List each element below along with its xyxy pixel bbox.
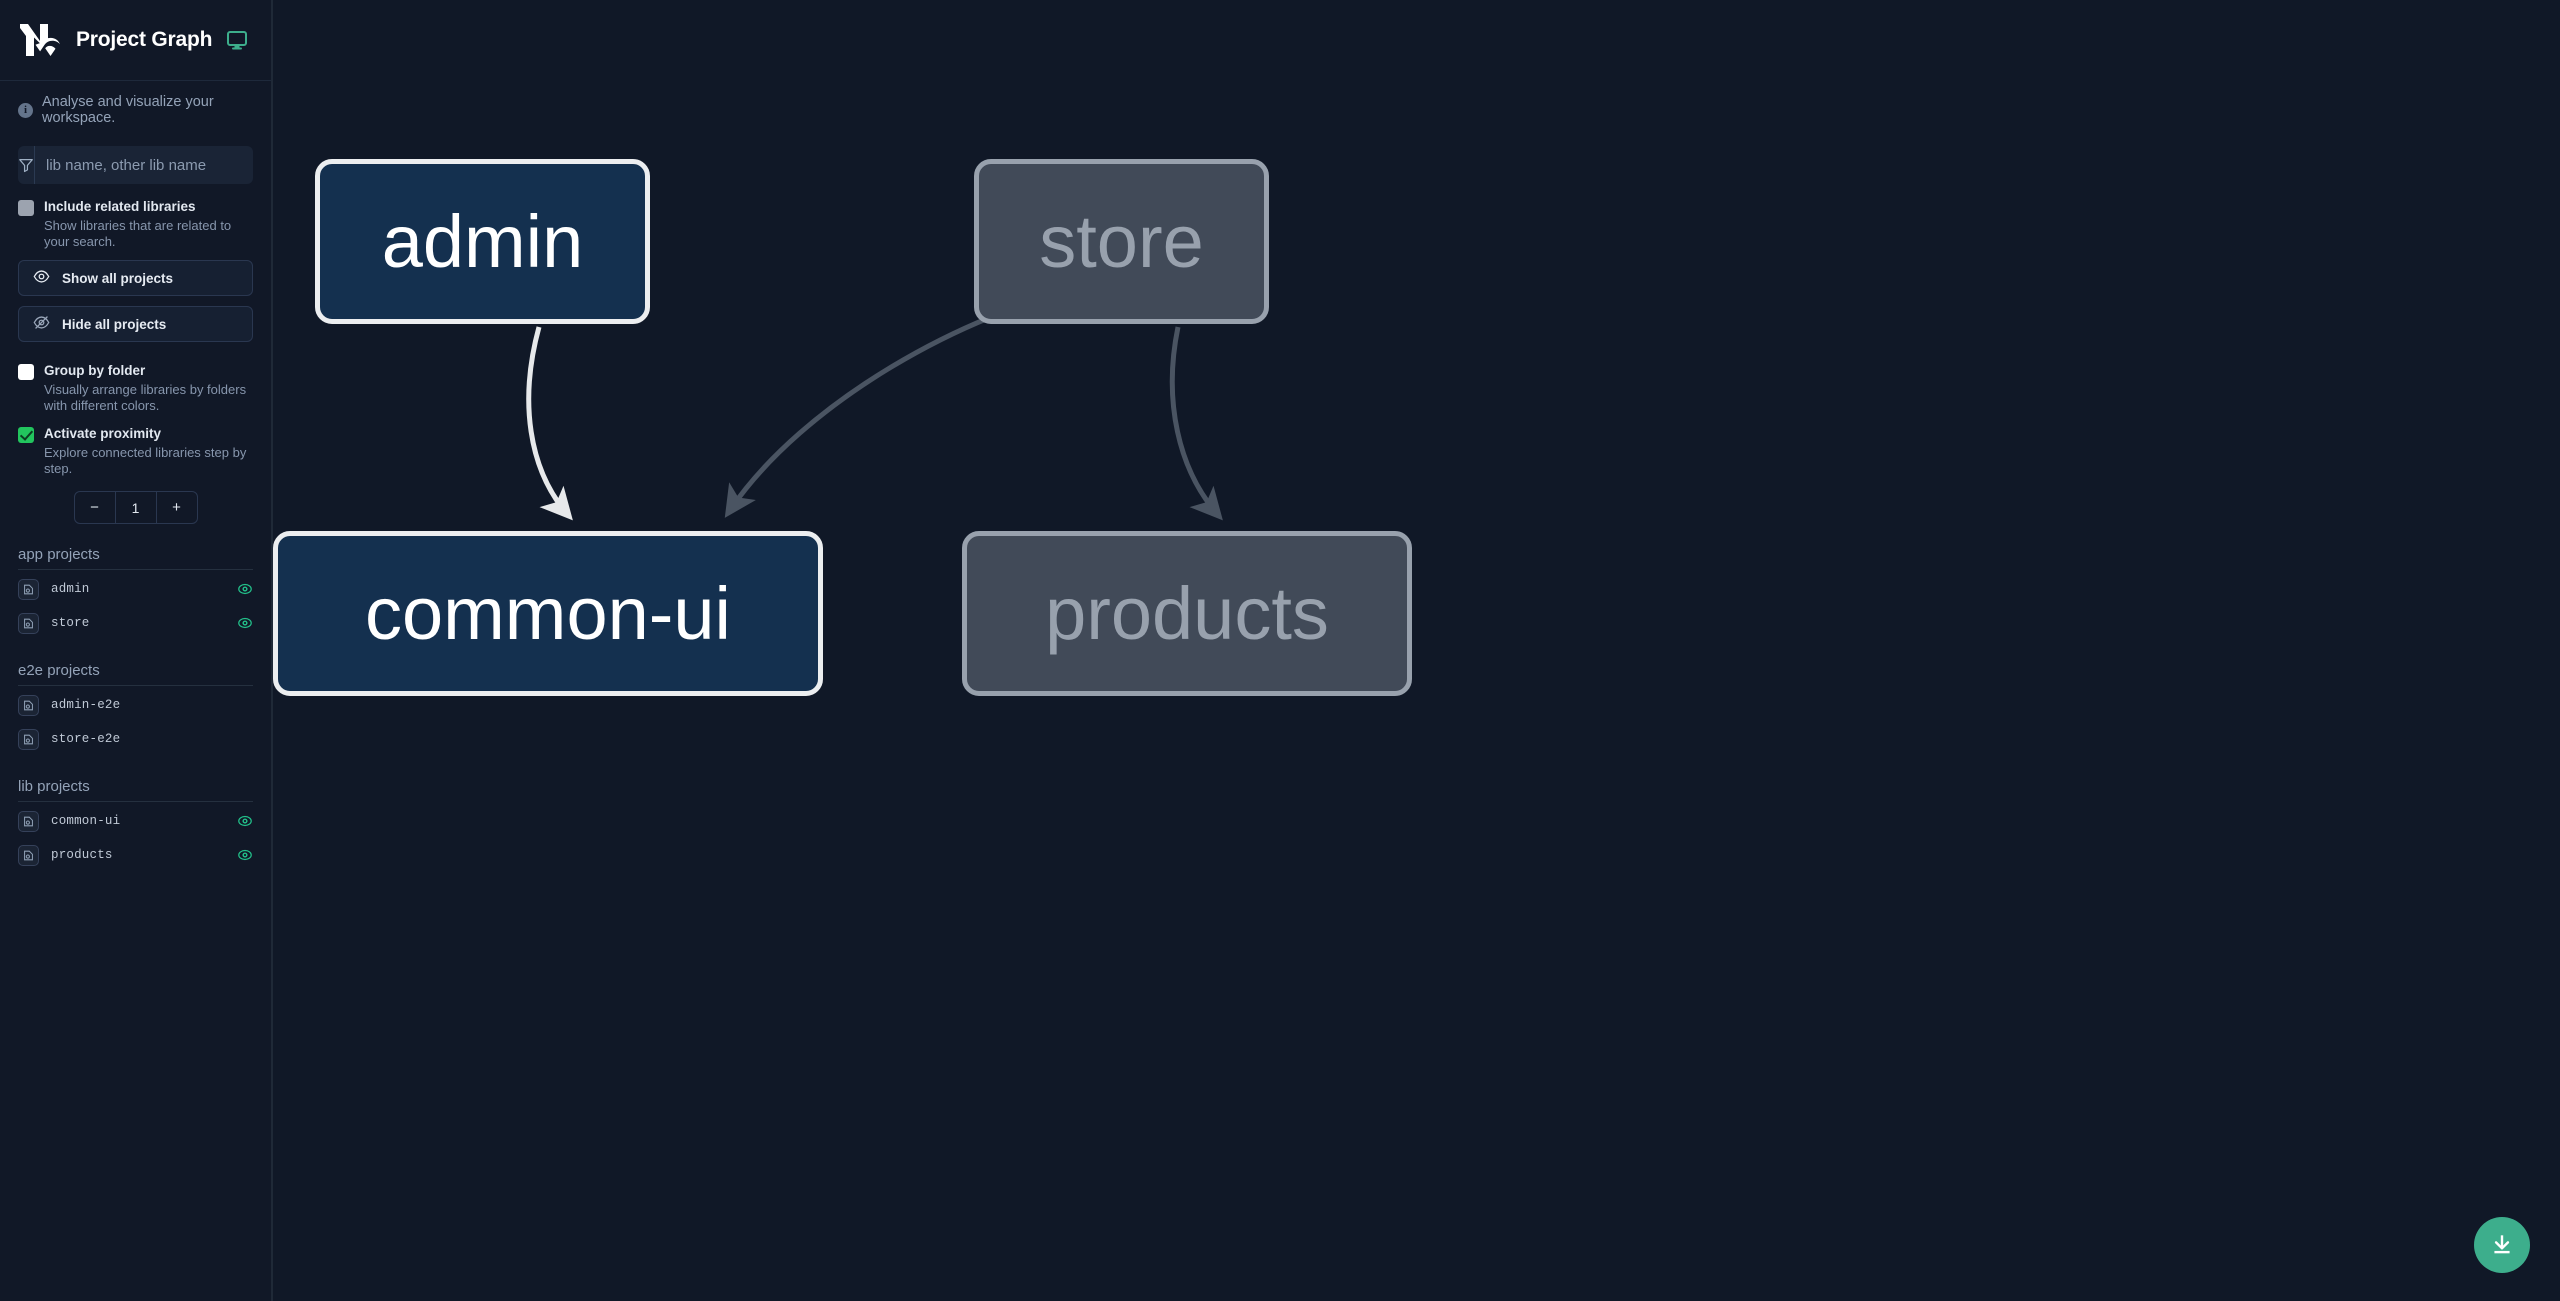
tagline: i Analyse and visualize your workspace. <box>0 81 271 136</box>
eye-off-icon <box>33 314 50 334</box>
graph-node-products[interactable]: products <box>962 531 1412 696</box>
project-name: products <box>51 848 113 862</box>
project-icon <box>18 810 39 832</box>
project-row-products[interactable]: products <box>18 838 253 872</box>
proximity-stepper[interactable]: − 1 + <box>73 491 198 524</box>
project-name: store-e2e <box>51 732 121 746</box>
page-title: Project Graph <box>76 28 213 51</box>
project-name: common-ui <box>51 814 121 828</box>
option-group-by-folder[interactable]: Group by folder Visually arrange librari… <box>18 362 253 414</box>
sidebar: Project Graph i Analyse and visualize yo… <box>0 0 272 1301</box>
search-box[interactable] <box>18 146 253 184</box>
sidebar-header: Project Graph <box>0 0 271 81</box>
graph-node-common-ui[interactable]: common-ui <box>273 531 823 696</box>
project-icon <box>18 612 39 634</box>
filter-icon <box>18 146 35 184</box>
graph-node-store[interactable]: store <box>974 159 1269 324</box>
option-description: Explore connected libraries step by step… <box>44 445 247 476</box>
project-name: store <box>51 616 90 630</box>
hide-all-projects-button[interactable]: Hide all projects <box>18 306 253 342</box>
eye-icon[interactable] <box>237 847 253 863</box>
show-all-projects-button[interactable]: Show all projects <box>18 260 253 296</box>
project-row-store[interactable]: store <box>18 606 253 640</box>
proximity-decrement-button[interactable]: − <box>90 499 99 516</box>
graph-canvas[interactable]: admin store common-ui products <box>272 0 2560 1301</box>
graph-node-label: store <box>1039 200 1204 283</box>
option-activate-proximity[interactable]: Activate proximity Explore connected lib… <box>18 425 253 477</box>
eye-icon <box>33 268 50 288</box>
option-description: Show libraries that are related to your … <box>44 218 232 249</box>
group-heading-app-projects: app projects <box>18 546 253 570</box>
download-graph-button[interactable] <box>2474 1217 2530 1273</box>
include-related-libraries-checkbox[interactable] <box>18 200 34 216</box>
group-by-folder-checkbox[interactable] <box>18 364 34 380</box>
monitor-icon[interactable] <box>226 29 248 51</box>
group-heading-lib-projects: lib projects <box>18 778 253 802</box>
show-all-projects-label: Show all projects <box>62 270 174 286</box>
graph-node-label: common-ui <box>365 572 731 655</box>
graph-node-label: admin <box>381 200 584 283</box>
option-include-related-libraries[interactable]: Include related libraries Show libraries… <box>18 198 253 250</box>
graph-node-label: products <box>1045 572 1329 655</box>
edge-store-to-products <box>1169 326 1223 521</box>
tagline-text: Analyse and visualize your workspace. <box>42 94 214 126</box>
project-icon <box>18 728 39 750</box>
hide-all-projects-label: Hide all projects <box>62 316 167 332</box>
project-icon <box>18 844 39 866</box>
project-row-admin-e2e[interactable]: admin-e2e <box>18 688 253 722</box>
project-row-common-ui[interactable]: common-ui <box>18 804 253 838</box>
eye-icon[interactable] <box>237 581 253 597</box>
proximity-value: 1 <box>114 492 156 523</box>
proximity-increment-button[interactable]: + <box>155 492 197 523</box>
project-name: admin <box>51 582 90 596</box>
edge-admin-to-common-ui <box>526 326 573 521</box>
info-icon: i <box>18 102 33 118</box>
project-row-store-e2e[interactable]: store-e2e <box>18 722 253 756</box>
option-title: Activate proximity <box>44 426 162 441</box>
search-input[interactable] <box>35 146 253 184</box>
project-name: admin-e2e <box>51 698 121 712</box>
graph-node-admin[interactable]: admin <box>315 159 650 324</box>
option-description: Visually arrange libraries by folders wi… <box>44 382 247 413</box>
project-icon <box>18 694 39 716</box>
project-row-admin[interactable]: admin <box>18 572 253 606</box>
project-icon <box>18 578 39 600</box>
option-title: Group by folder <box>44 363 146 378</box>
eye-icon[interactable] <box>237 813 253 829</box>
download-icon <box>2489 1231 2515 1260</box>
group-heading-e2e-projects: e2e projects <box>18 662 253 686</box>
option-title: Include related libraries <box>44 199 196 214</box>
eye-icon[interactable] <box>237 615 253 631</box>
activate-proximity-checkbox[interactable] <box>18 427 34 443</box>
nx-logo-icon <box>18 20 62 60</box>
